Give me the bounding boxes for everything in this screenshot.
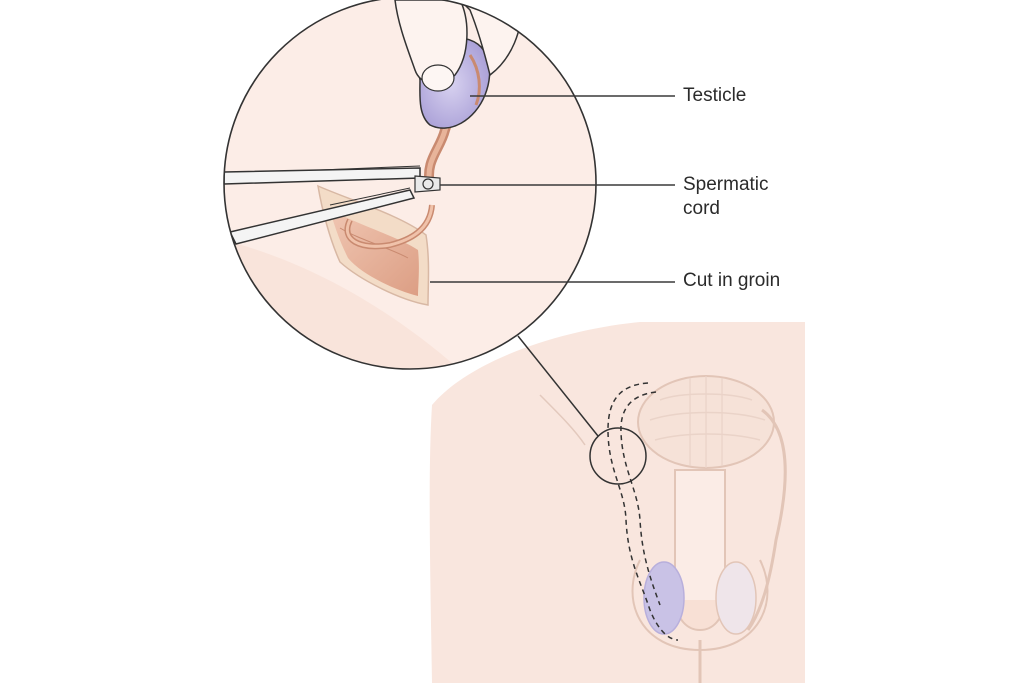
right-testicle-icon bbox=[715, 561, 757, 635]
cord-dashed-path-inner bbox=[620, 391, 661, 606]
label-cut-in-groin: Cut in groin bbox=[683, 270, 781, 291]
left-testicle-icon bbox=[643, 561, 685, 635]
label-spermatic-cord-line2: cord bbox=[683, 198, 720, 219]
zoom-circle-outline bbox=[223, 0, 597, 370]
zoom-connector-line bbox=[517, 335, 599, 437]
bladder-icon bbox=[637, 375, 775, 469]
cord-dashed-path bbox=[607, 382, 679, 641]
left-thigh-crease bbox=[539, 394, 586, 446]
leader-lines bbox=[430, 95, 675, 283]
groin-detail-circle bbox=[589, 427, 647, 485]
right-cord bbox=[746, 408, 787, 631]
body-figure bbox=[429, 322, 805, 683]
forceps-icon bbox=[224, 165, 441, 245]
label-spermatic-cord: Spermatic cord bbox=[683, 173, 769, 221]
label-testicle: Testicle bbox=[683, 85, 747, 106]
label-spermatic-cord-line1: Spermatic bbox=[683, 174, 769, 195]
fingers-icon bbox=[394, 0, 522, 92]
